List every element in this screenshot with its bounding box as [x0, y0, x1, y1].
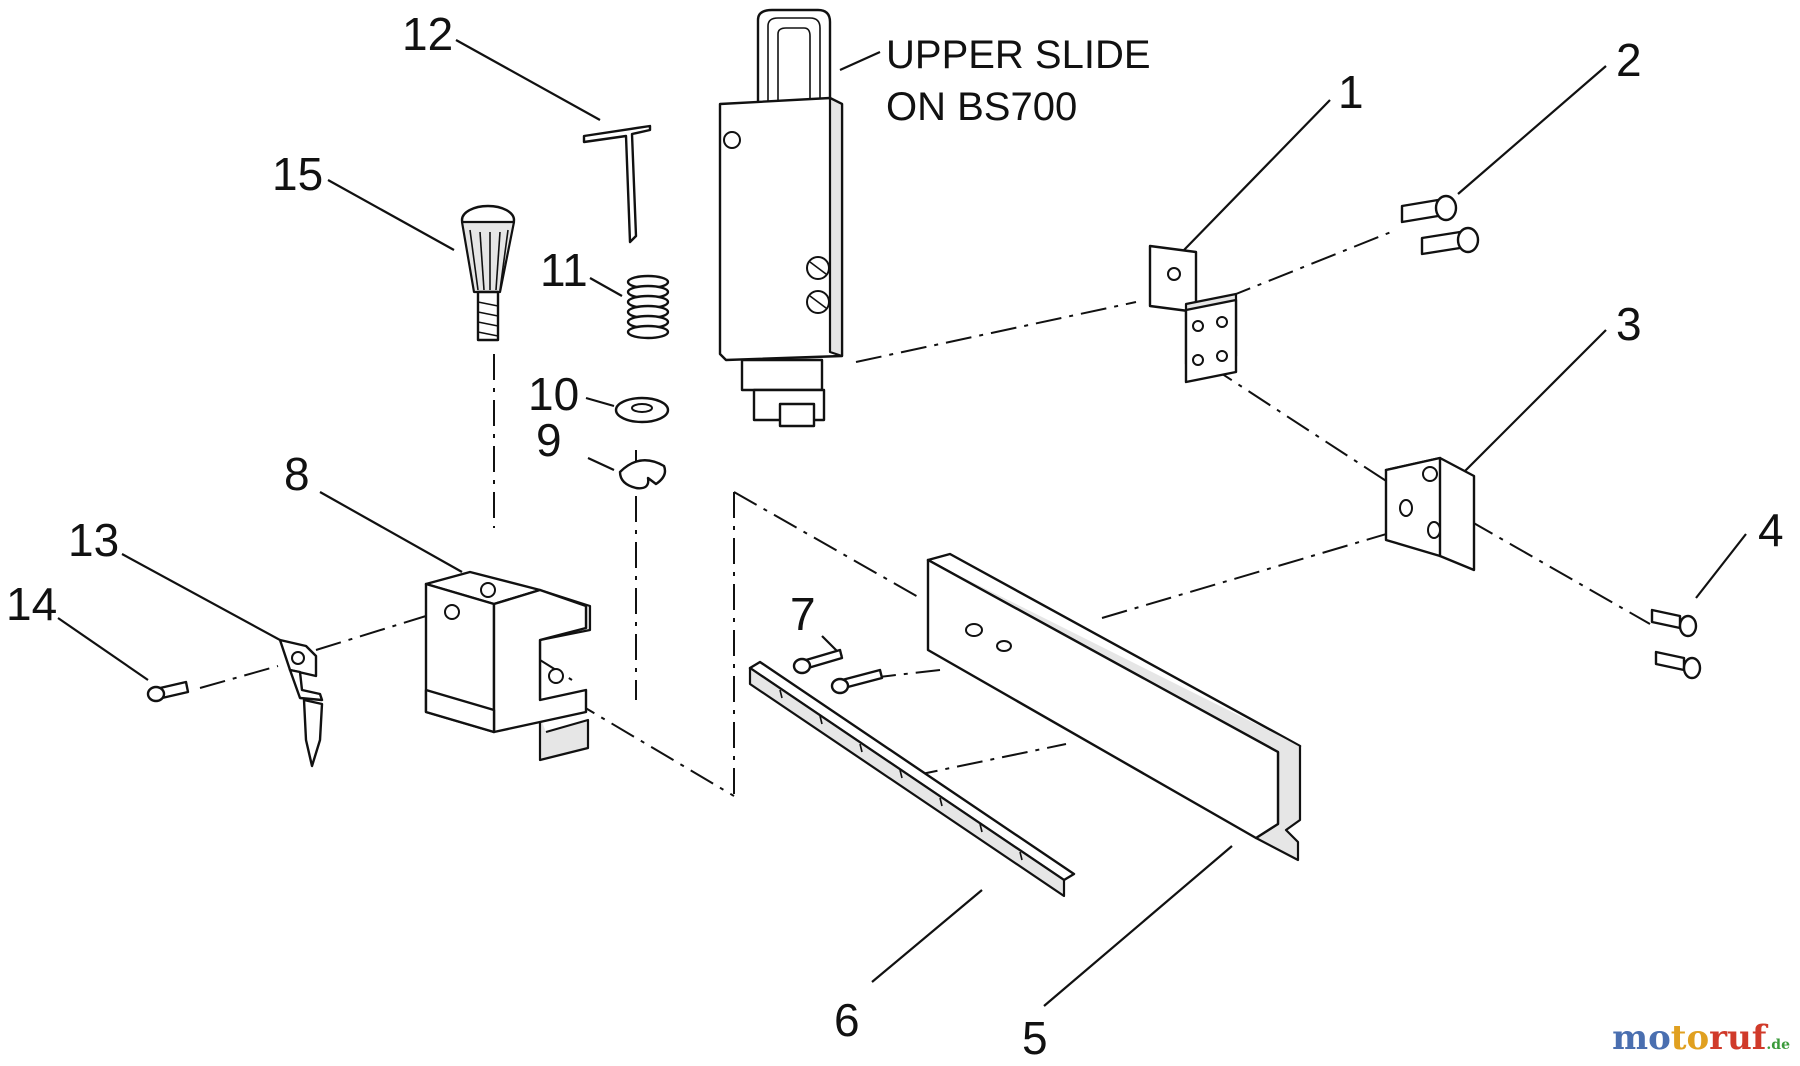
knob-part-15	[460, 204, 516, 342]
part-label-2: 2	[1616, 34, 1642, 86]
bracket-part-1	[1148, 244, 1238, 384]
screw-part-14	[146, 680, 190, 703]
screws-part-4	[1650, 608, 1702, 680]
part-label-8: 8	[284, 448, 310, 500]
rail-part-5	[926, 552, 1302, 862]
e-clip-part-9	[618, 459, 667, 490]
part-label-7: 7	[790, 588, 816, 640]
spring-part-11	[626, 274, 670, 340]
upper-slide-bs700	[718, 8, 844, 428]
part-label-12: 12	[402, 8, 453, 60]
screws-part-2	[1400, 194, 1480, 256]
note-upper-slide-line1: UPPER SLIDE	[886, 33, 1151, 77]
pointer-part-13	[278, 638, 324, 768]
part-label-5: 5	[1022, 1012, 1048, 1064]
part-label-1: 1	[1338, 66, 1364, 118]
washer-part-10	[614, 396, 670, 424]
note-upper-slide-line2: ON BS700	[886, 85, 1077, 129]
carriage-block-part-8	[424, 570, 592, 762]
motoruf-watermark-logo: motoruf.de	[1612, 1018, 1790, 1058]
part-label-3: 3	[1616, 298, 1642, 350]
part-label-14: 14	[6, 578, 57, 630]
part-label-10: 10	[528, 368, 579, 420]
part-label-9: 9	[536, 414, 562, 466]
part-label-4: 4	[1758, 504, 1784, 556]
leader-lines	[57, 39, 1747, 1007]
part-label-15: 15	[272, 148, 323, 200]
allen-key-part-12	[582, 124, 652, 244]
part-label-6: 6	[834, 994, 860, 1046]
part-label-11: 11	[540, 244, 588, 296]
screws-part-7	[792, 648, 884, 695]
bracket-part-3	[1384, 456, 1476, 572]
scale-part-6	[748, 660, 1076, 898]
part-label-13: 13	[68, 514, 119, 566]
